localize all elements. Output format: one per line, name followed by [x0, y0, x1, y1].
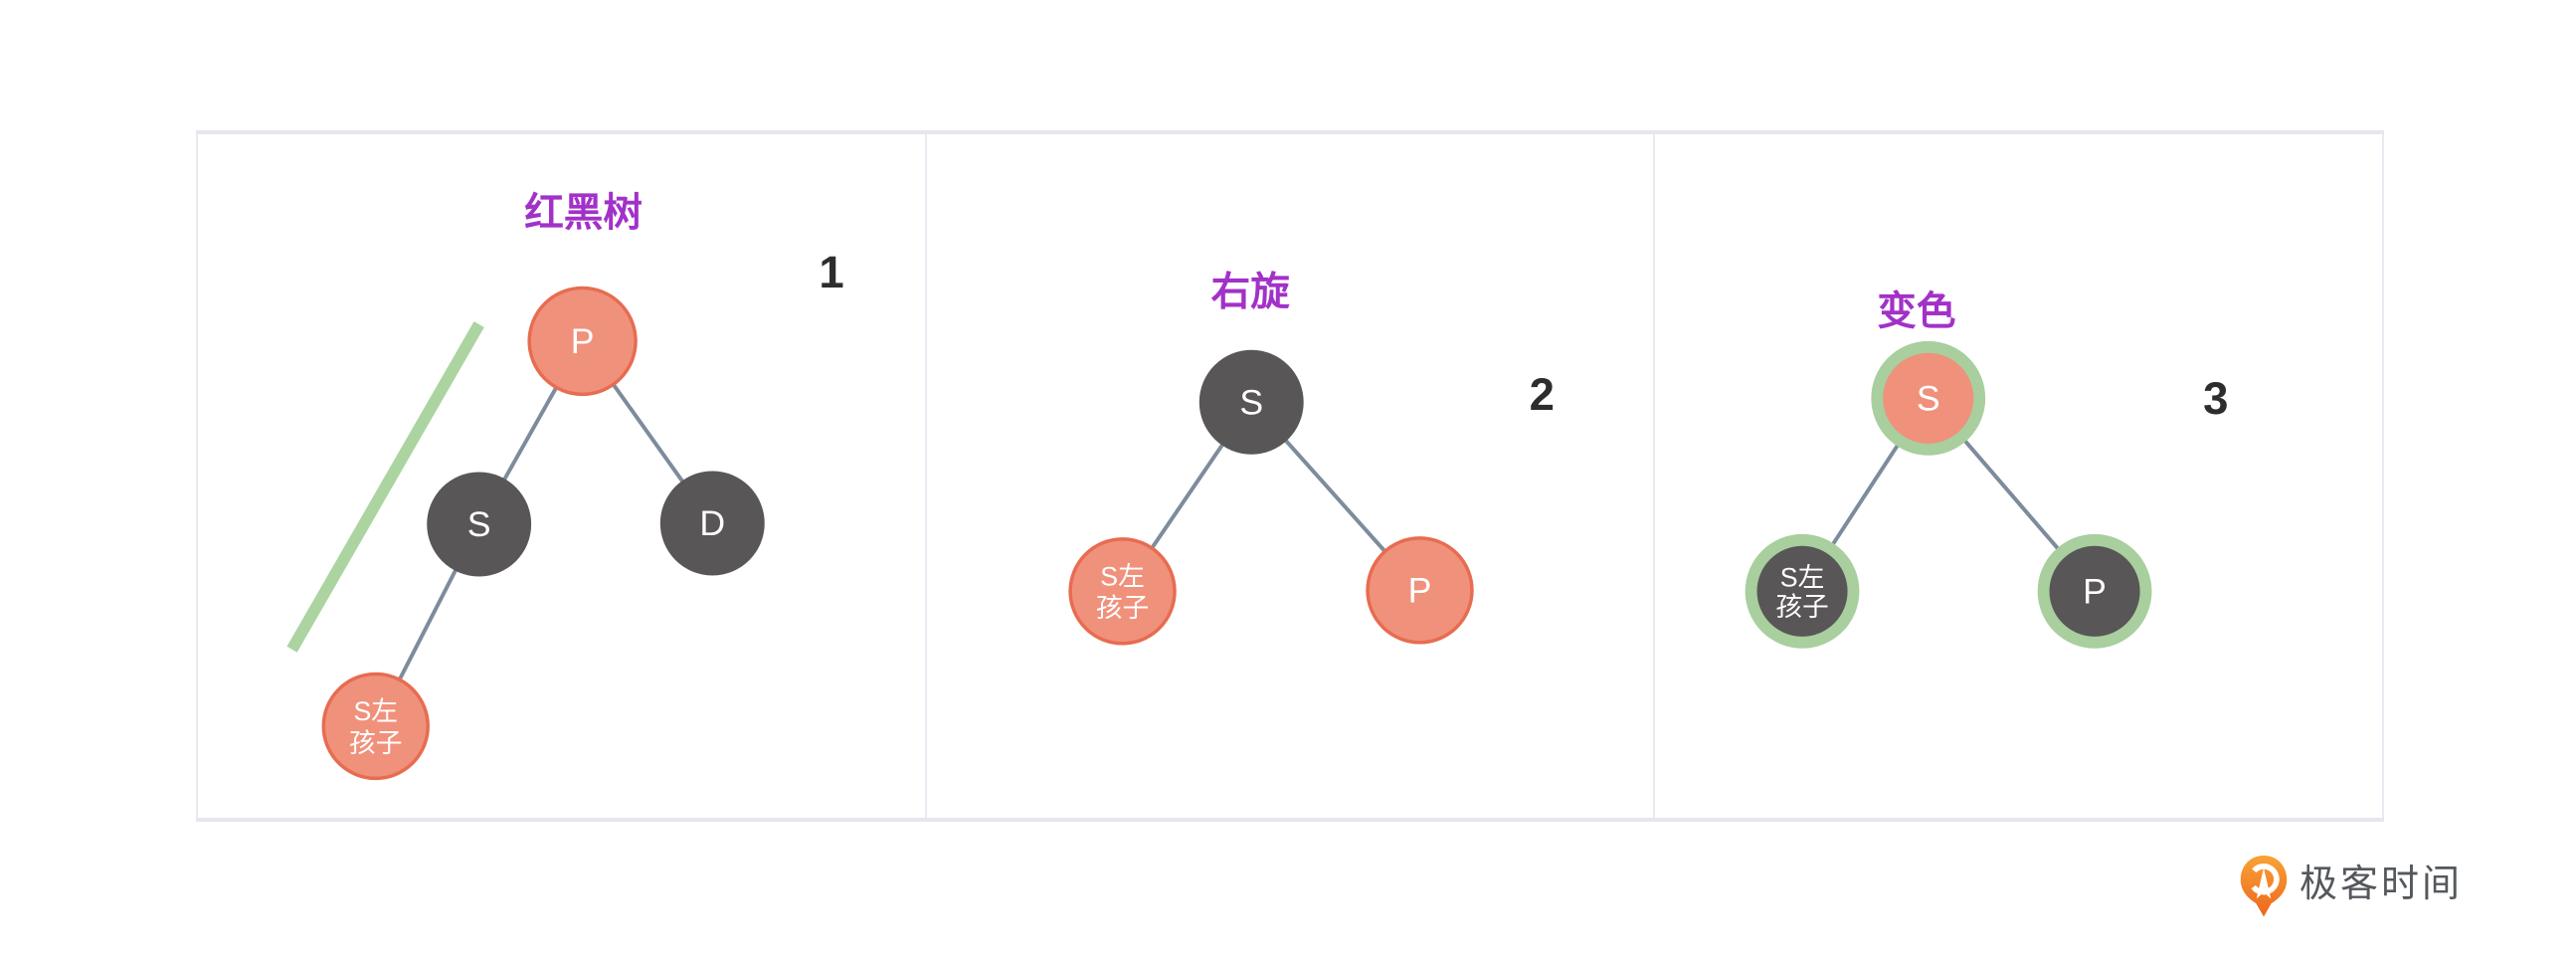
node-circle-black	[2049, 545, 2140, 637]
node-circle-black	[1756, 545, 1848, 637]
geektime-logo: 极客时间	[2239, 854, 2463, 919]
tree-node-s-left-child: S左 孩子	[321, 672, 430, 781]
tree-node-s-left-child-recolored: S左 孩子	[1745, 533, 1860, 649]
logo-text: 极客时间	[2300, 864, 2464, 905]
tree-node-s-recolored: S	[1871, 340, 1986, 456]
white-ring	[2248, 864, 2280, 895]
green-highlight-line	[286, 321, 484, 653]
tree-node-d: D	[659, 471, 765, 576]
panel-title: 右旋	[1210, 270, 1290, 313]
panel-title: 变色	[1878, 289, 1956, 333]
node-circle-red	[321, 672, 430, 781]
node-label-line2: 孩子	[1776, 592, 1829, 622]
node-label-line1: S左	[1780, 562, 1825, 592]
node-label: S	[467, 504, 491, 544]
node-label: D	[699, 503, 725, 543]
panel-red-black-tree: 红黑树 1 P S D S左 孩子	[196, 134, 925, 818]
node-circle-black	[427, 472, 532, 577]
node-label: P	[571, 321, 595, 361]
node-circle-red	[527, 286, 638, 397]
node-label: S	[1239, 382, 1263, 422]
node-label-line1: S左	[353, 696, 398, 726]
tree-node-s: S	[427, 472, 532, 577]
node-circle-black	[1198, 349, 1304, 455]
step-number: 3	[2203, 373, 2228, 424]
node-circle-red	[1365, 536, 1474, 645]
panel-1-svg: 红黑树 1 P S D S左 孩子	[286, 191, 844, 781]
tree-node-p: P	[1365, 536, 1474, 645]
tree-node-s-left-child: S左 孩子	[1068, 537, 1177, 646]
tree-node-s: S	[1198, 349, 1304, 455]
panel-title: 红黑树	[524, 191, 643, 235]
node-label-line1: S左	[1100, 561, 1145, 591]
node-circle-black	[659, 471, 765, 576]
node-circle-red	[1068, 537, 1177, 646]
panel-recolor: 变色 3 S S左 孩子 P	[1653, 134, 2385, 818]
geektime-pin-icon	[2240, 856, 2288, 917]
step-number: 1	[819, 247, 843, 297]
tree-node-p-recolored: P	[2037, 533, 2152, 649]
tree-node-p: P	[527, 286, 638, 397]
panel-3-svg: 变色 3 S S左 孩子 P	[1745, 289, 2229, 649]
node-circle-red	[1883, 352, 1974, 444]
step-number: 2	[1529, 369, 1554, 420]
diagram-panel-row: 红黑树 1 P S D S左 孩子	[196, 130, 2385, 822]
panel-2-svg: 右旋 2 S S左 孩子 P	[1068, 270, 1555, 646]
node-label: P	[1407, 570, 1431, 610]
node-label: S	[1917, 378, 1940, 418]
node-label-line2: 孩子	[349, 728, 402, 758]
white-rocket	[2256, 867, 2272, 899]
node-label: P	[2084, 571, 2108, 611]
node-label-line2: 孩子	[1096, 593, 1149, 623]
panel-right-rotation: 右旋 2 S S左 孩子 P	[924, 134, 1654, 818]
